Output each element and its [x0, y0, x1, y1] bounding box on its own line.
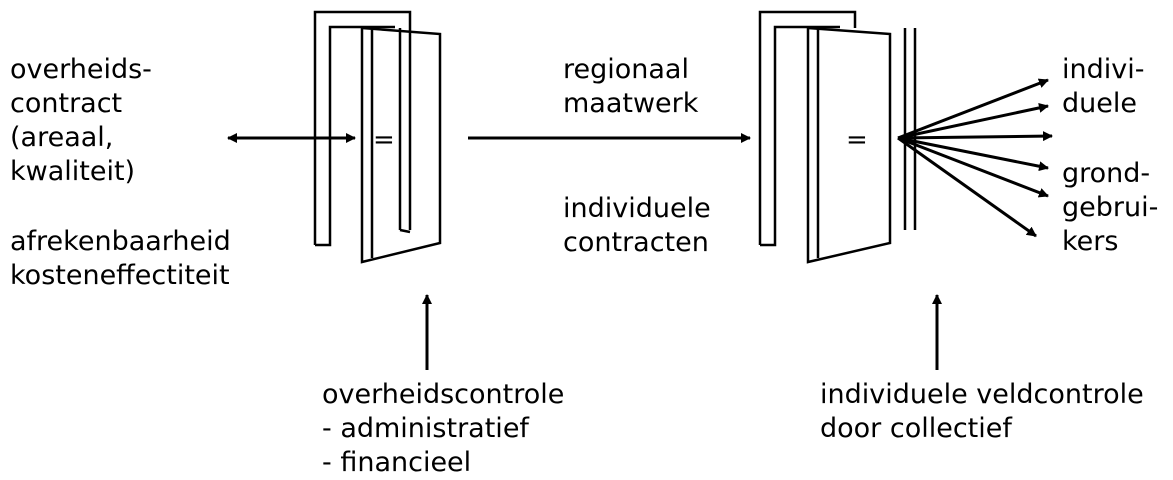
fan-arrow-1	[897, 78, 1049, 140]
right-door-frame	[758, 10, 857, 245]
left-door-frame	[313, 10, 412, 245]
accountability-label-line-2: kosteneffectiteit	[10, 260, 230, 291]
fan-arrow-3	[897, 131, 1053, 142]
right-door-frame-inner	[773, 25, 840, 240]
left-door	[313, 10, 442, 264]
contract-label-line-2: contract	[10, 88, 123, 119]
government-control-line-3: - financieel	[322, 447, 472, 478]
right-door-handle: =	[846, 125, 868, 155]
contract-label-line-1: overheids-	[10, 54, 152, 85]
contract-label: overheids- contract (areaal, kwaliteit)	[10, 53, 152, 189]
fan-arrow-4	[897, 136, 1049, 172]
individual-label-line-2: duele	[1062, 88, 1137, 119]
left-door-leaf	[360, 26, 442, 264]
right-door-leaf	[806, 26, 892, 264]
accountability-label: afrekenbaarheid kosteneffectiteit	[10, 225, 231, 293]
left-door-frame-inner	[328, 25, 395, 240]
land-users-line-1: grond-	[1062, 158, 1151, 189]
right-door-jamb	[903, 28, 917, 230]
regional-label-line-1: regionaal	[563, 54, 689, 85]
contract-label-line-3: (areaal,	[10, 122, 114, 153]
right-door-floor	[760, 240, 777, 247]
regional-label: regionaal maatwerk	[563, 53, 698, 121]
field-control-line-2: door collectief	[820, 413, 1012, 444]
government-control-label: overheidscontrole - administratief - fin…	[322, 378, 564, 480]
left-door-floor	[315, 240, 332, 247]
field-control-line-1: individuele veldcontrole	[820, 379, 1144, 410]
contract-label-line-4: kwaliteit)	[10, 156, 136, 187]
land-users-line-3: kers	[1062, 226, 1119, 257]
individual-contracts-label: individuele contracten	[563, 192, 711, 260]
individual-contracts-line-2: contracten	[563, 227, 709, 258]
individual-label: indivi- duele	[1062, 53, 1144, 121]
individual-label-line-1: indivi-	[1062, 54, 1145, 85]
land-users-line-2: gebrui-	[1062, 192, 1159, 223]
field-control-label: individuele veldcontrole door collectief	[820, 378, 1144, 446]
government-control-line-2: - administratief	[322, 413, 529, 444]
individual-contracts-line-1: individuele	[563, 193, 711, 224]
fan-arrow-6	[897, 136, 1037, 238]
government-control-line-1: overheidscontrole	[322, 379, 565, 410]
accountability-label-line-1: afrekenbaarheid	[10, 226, 231, 257]
left-door-jamb	[398, 28, 412, 230]
regional-label-line-2: maatwerk	[563, 88, 699, 119]
fan-arrow-2	[897, 102, 1049, 140]
left-door-handle: =	[373, 125, 395, 155]
fan-arrow-5	[897, 136, 1049, 198]
right-door	[758, 10, 917, 264]
land-users-label: grond- gebrui- kers	[1062, 157, 1158, 259]
